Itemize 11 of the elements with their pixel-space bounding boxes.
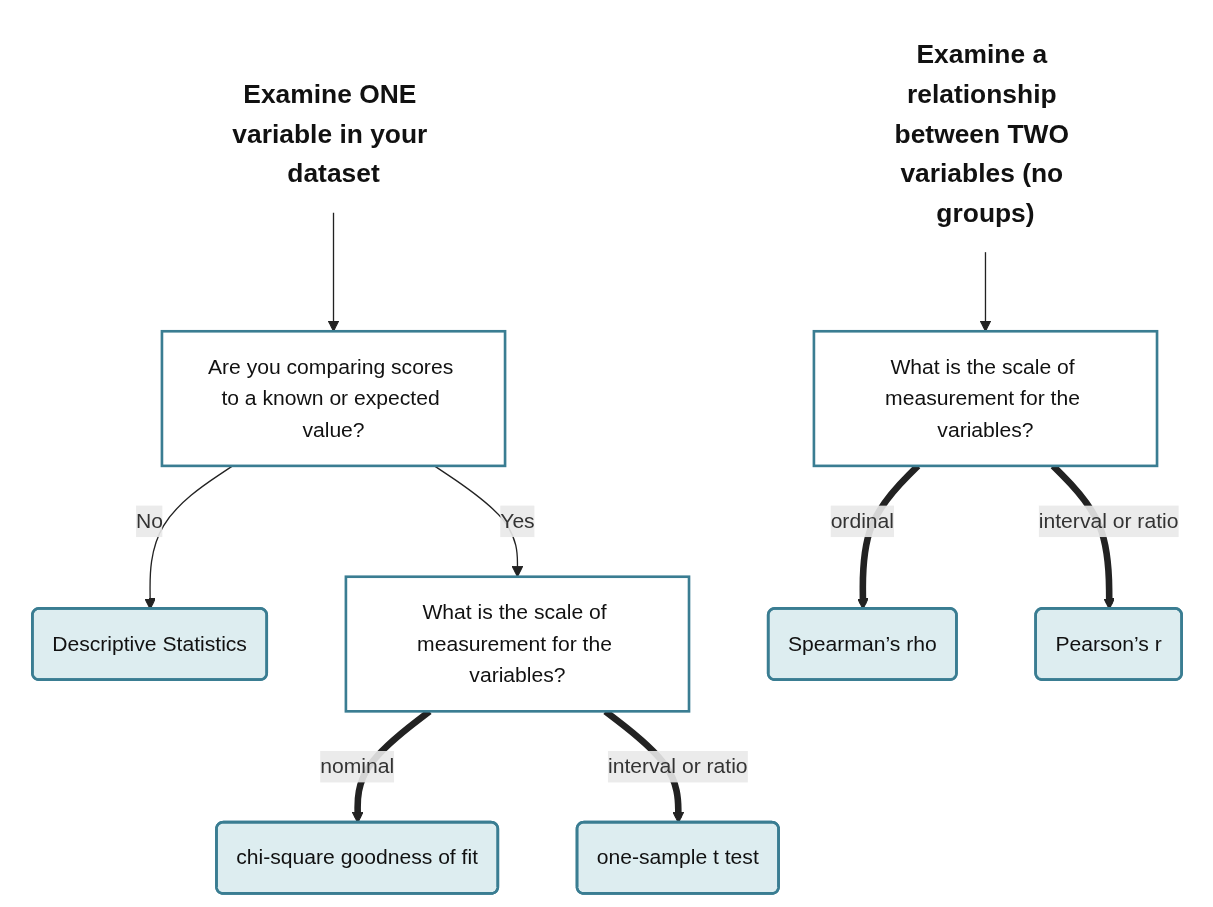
node-text: Examine ONE variable in your dataset	[231, 78, 427, 187]
node-text: Examine a relationship between TWO variables (no groups)	[894, 39, 1069, 227]
edge-label: interval or ratio	[1038, 508, 1178, 532]
edge-label: nominal	[319, 754, 394, 777]
edge-label: Yes	[499, 508, 535, 532]
edge-label: No	[135, 508, 163, 532]
edge-label: ordinal	[830, 508, 894, 532]
edge-label: interval or ratio	[607, 754, 748, 777]
node-box: What is the scale of measurement for the variables?	[812, 329, 1158, 467]
node-box: What is the scale of measurement for the variables?	[344, 574, 690, 713]
node-box: Are you comparing scores to a known or expected value?	[160, 329, 506, 467]
